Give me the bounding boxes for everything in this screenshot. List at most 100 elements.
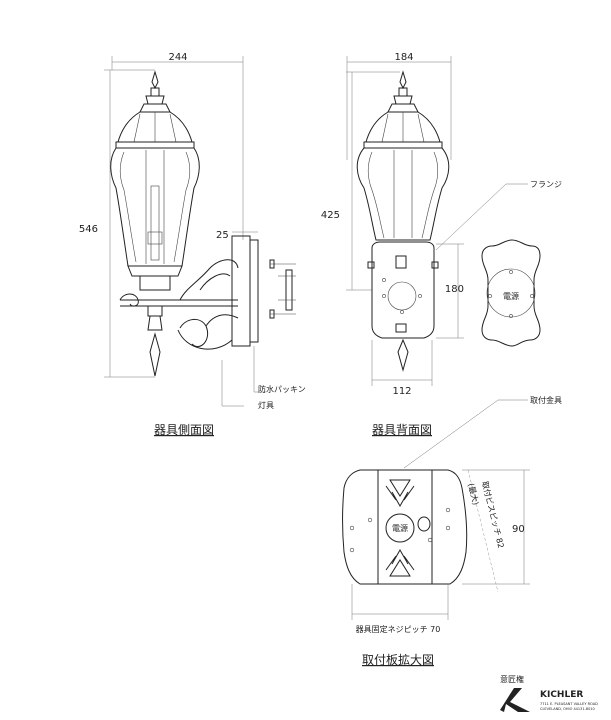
design-right-label: 意匠権 (500, 674, 524, 684)
back-width-label: 184 (394, 52, 413, 63)
mount-height-label: 90 (512, 524, 525, 535)
back-plate-height-label: 180 (445, 284, 464, 295)
screw-bracket (285, 269, 293, 311)
mount-grille-top-2 (385, 485, 415, 508)
back-dome-rib-l (381, 113, 389, 143)
mount-grille-bottom-1 (389, 559, 411, 577)
back-glass-body (356, 147, 450, 241)
mount-hole-r (445, 525, 451, 531)
flange-circle (486, 268, 536, 318)
side-glass-line-l (119, 151, 137, 263)
back-plate-circle (387, 281, 417, 311)
mount-pitch-dim-line (467, 469, 499, 593)
side-cap-top (145, 95, 165, 105)
side-scroll-lower (179, 319, 208, 348)
mount-hole-r3 (427, 537, 433, 543)
back-plate (371, 241, 435, 339)
side-width-label: 244 (168, 52, 187, 63)
back-plate-tab-l (367, 261, 375, 269)
back-finial-collar (398, 87, 408, 97)
side-view: 244 546 (79, 52, 306, 437)
back-height-label: 425 (321, 210, 340, 221)
mount-center-circle (385, 513, 415, 543)
mount-pitch-label-2: (最大) (466, 482, 481, 506)
flange-hole-left (488, 294, 492, 298)
kichler-logo-icon (500, 688, 530, 712)
callout-fixture-label: 灯具 (258, 400, 274, 410)
side-scroll-upper-right (179, 259, 239, 301)
side-packing (249, 239, 259, 343)
side-glass-line-r (173, 151, 191, 263)
mount-hole-l3 (367, 517, 373, 523)
back-plate-width-label: 112 (392, 386, 411, 397)
back-band (363, 141, 443, 149)
plate-view-title: 取付板拡大図 (362, 653, 434, 667)
side-finial-top (151, 70, 159, 90)
footer: 意匠権 KICHLER 7711 E. PLEASANT VALLEY ROAD… (500, 674, 598, 712)
side-candle (150, 185, 160, 261)
side-scroll-inner (199, 273, 231, 291)
brand-address-1: 7711 E. PLEASANT VALLEY ROAD (540, 702, 598, 706)
side-view-title: 器具側面図 (154, 423, 214, 437)
back-plate-box (395, 255, 407, 269)
side-dome-rib-left (133, 113, 141, 143)
side-screw-detail (269, 259, 296, 319)
back-cap-top (393, 95, 413, 105)
side-height-label: 546 (79, 224, 98, 235)
side-bottom-collar (139, 275, 171, 291)
mount-center-label: 電源 (392, 524, 408, 533)
side-glass-body (110, 147, 200, 267)
back-dome-rib-r (417, 113, 425, 143)
flange-detail (481, 239, 541, 347)
back-glass-line-r (421, 151, 439, 239)
side-skirt (127, 265, 183, 277)
back-plate-hole-3 (418, 294, 422, 298)
back-plate-bottom-box (395, 323, 407, 333)
back-plate-hole-2 (382, 294, 386, 298)
mount-plate-center-strip (377, 469, 433, 585)
callout-bracket-line (403, 399, 499, 469)
brand-address-2: CLEVELAND, OHIO 44131-8010 (540, 707, 595, 711)
side-backplate (231, 235, 251, 347)
mount-side-knob (417, 516, 431, 532)
callout-flange-label: フランジ (530, 180, 562, 189)
side-dome-rib-right (169, 113, 177, 143)
flange-center-label: 電源 (503, 292, 519, 301)
back-plate-hole-4 (400, 310, 404, 314)
back-view-title: 器具背面図 (372, 423, 432, 437)
back-finial-bottom (397, 338, 409, 372)
mount-grille-top-1 (389, 479, 411, 497)
back-glass-line-l (367, 151, 385, 239)
side-finial-collar (150, 87, 160, 97)
brand-name: KICHLER (540, 690, 583, 700)
side-bottom-stem (147, 315, 163, 331)
back-view: 184 425 180 112 (321, 52, 562, 469)
mount-hole-l2 (349, 547, 355, 553)
flange-hole-bottom (509, 314, 513, 318)
side-finial-bottom (149, 332, 161, 377)
mount-screw-label: 器具固定ネジピッチ 70 (356, 624, 441, 634)
back-plate-hole-1 (382, 278, 386, 282)
side-scroll-bottom (177, 329, 233, 350)
side-band (115, 141, 195, 149)
side-offset-label: 25 (216, 230, 229, 241)
mount-grille-bottom-2 (385, 548, 415, 571)
flange-hole-top (509, 270, 513, 274)
back-cap-mid (387, 103, 419, 113)
back-finial-top (399, 70, 407, 90)
flange-hole-right (530, 294, 534, 298)
mount-pitch-label: 取付ビスピッチ 82 (480, 480, 506, 549)
side-bottom-knob (147, 305, 163, 317)
side-scroll-lower-arm (205, 314, 239, 327)
side-cap-mid (139, 103, 171, 113)
mount-hole-r2 (445, 507, 451, 513)
mount-hole-l (349, 525, 355, 531)
callout-bracket-label: 取付金具 (530, 395, 562, 405)
side-socket (147, 231, 163, 245)
plate-view: 電源 取付ビスピッチ 82 (最大) 90 器具固定ネジピッチ 70 取付板拡大… (342, 469, 530, 667)
back-plate-tab-r (431, 261, 439, 269)
callout-flange-line (435, 183, 507, 251)
callout-packing-label: 防水パッキン (258, 384, 306, 394)
screw-head-1 (269, 259, 275, 269)
